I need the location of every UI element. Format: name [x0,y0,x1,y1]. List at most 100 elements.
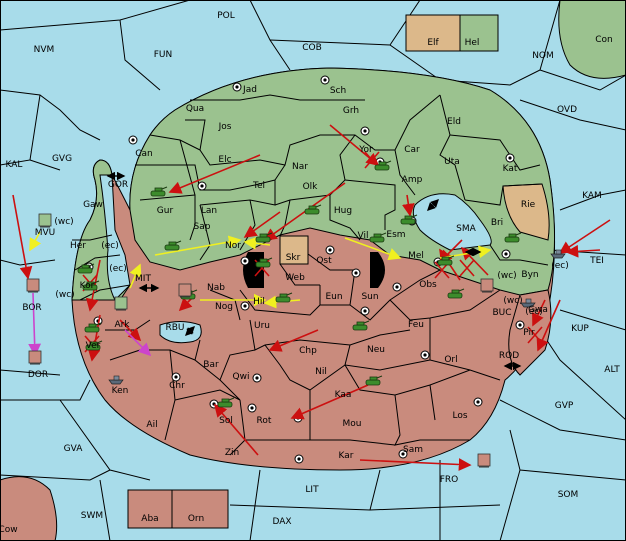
army-unit-icon[interactable] [437,255,455,266]
move-arrow [268,329,319,352]
land-skr [279,235,309,265]
garrison-unit-icon[interactable] [114,296,128,311]
support-arrow [344,237,402,261]
province-label: Grh [343,106,359,116]
sea-label: Con [595,35,613,45]
province-label: Eld [447,117,461,127]
province-label: Orl [444,355,457,365]
province-label: Chp [299,346,317,356]
army-unit-icon[interactable] [85,340,103,351]
garrison-unit-icon[interactable] [480,278,494,293]
army-unit-icon[interactable] [150,186,168,197]
province-label: Yor [358,145,373,155]
garrison-unit-icon[interactable] [477,453,491,468]
province-label: Kaa [335,390,352,400]
coast-label: (ec) [101,241,119,251]
move-arrow [532,299,546,327]
army-unit-icon[interactable] [84,322,102,333]
supply-center-marker [232,82,242,92]
province-label: Vil [358,231,369,241]
province-label: Sap [194,222,211,232]
army-unit-icon[interactable] [304,204,322,215]
sea-label: NVM [34,45,55,55]
supply-center-marker [360,306,370,316]
province-label: Sam [403,445,423,455]
inland-sea-gor-mit [99,174,131,301]
support-arrow [243,236,271,250]
army-unit-icon[interactable] [374,160,392,171]
garrison-unit-icon[interactable] [38,213,52,228]
sea-label: POL [217,11,235,21]
move-arrow [87,314,101,362]
sea-label: RBU [165,323,184,333]
army-unit-icon[interactable] [82,280,100,291]
supply-center-marker [392,282,402,292]
army-unit-icon[interactable] [365,375,383,386]
province-label: Rot [257,416,272,426]
army-unit-icon[interactable] [217,397,235,408]
province-label: Pir [523,328,535,338]
province-label: Amp [402,175,423,185]
sea-label: GVP [555,401,574,411]
province-label: Elf [427,38,439,48]
province-label: Her [70,241,86,251]
province-label: Ark [114,320,130,330]
army-unit-icon[interactable] [255,257,273,268]
province-label: Kar [339,451,354,461]
sea-label: LIT [305,485,319,495]
sea-label: GVG [52,154,72,164]
province-label: Bar [203,360,219,370]
fleet-unit-icon[interactable] [108,375,124,385]
province-label: Sch [330,86,346,96]
province-label: Nog [215,302,233,312]
army-unit-icon[interactable] [275,292,293,303]
province-label: Hil [253,297,265,307]
province-label: Mou [343,419,362,429]
sea-label: SMA [456,224,476,234]
sea-label: DOR [28,370,48,380]
sea-label: GOR [108,180,128,190]
supply-center-marker [351,268,361,278]
province-borders [72,94,549,456]
province-label: Los [452,411,467,421]
province-label: Tel [252,181,265,191]
province-label: Jos [218,122,232,132]
fleet-unit-icon[interactable] [520,298,536,308]
province-label: Ver [86,341,101,351]
army-unit-icon[interactable] [400,214,418,225]
sea-label: KAM [582,191,602,201]
supply-center-marker [473,397,483,407]
sea-label: KAL [6,160,23,170]
army-unit-icon[interactable] [504,232,522,243]
army-unit-icon[interactable] [164,240,182,251]
retreat-arrow [28,292,42,357]
garrison-unit-icon[interactable] [26,278,40,293]
supply-center-marker [171,372,181,382]
province-label: Nar [292,162,308,172]
supply-center-marker [398,449,408,459]
province-label: Qua [186,104,204,114]
province-label: Lan [201,206,217,216]
army-unit-icon[interactable] [447,288,465,299]
move-arrow [290,384,369,420]
army-unit-icon[interactable] [77,263,95,274]
fleet-unit-icon[interactable] [550,249,566,259]
garrison-unit-icon[interactable] [178,283,192,298]
army-unit-icon[interactable] [255,232,273,243]
sea-label: COB [302,43,322,53]
province-label: Kor [80,281,95,291]
supply-center-marker [252,373,262,383]
sea-label: ALT [604,365,620,375]
land-hel [459,14,499,52]
province-label: Gaw [83,200,103,210]
garrison-unit-icon[interactable] [28,350,42,365]
move-arrow [119,319,142,342]
supply-center-marker [197,181,207,191]
army-unit-icon[interactable] [369,232,387,243]
province-label: Obs [419,280,437,290]
army-unit-icon[interactable] [352,320,370,331]
land-elf [405,14,461,52]
sea-label: MIT [135,274,151,284]
